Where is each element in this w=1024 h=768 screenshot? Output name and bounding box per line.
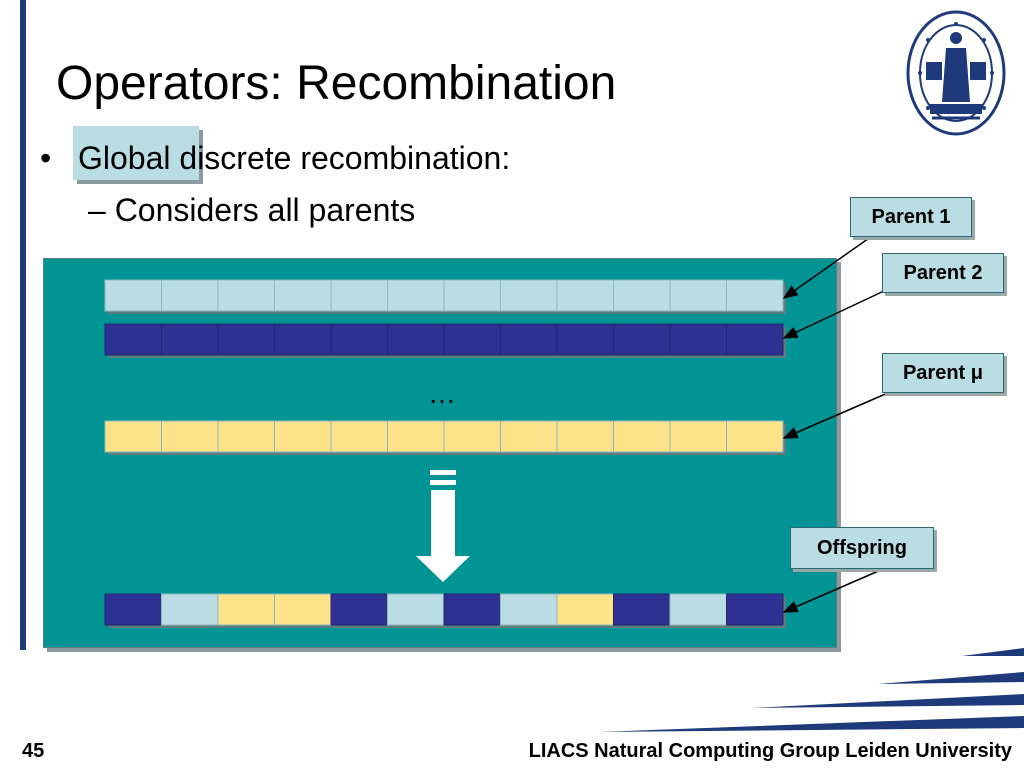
pointer-line-offspring <box>782 565 891 613</box>
gene-cell-offspring <box>669 593 727 626</box>
ellipsis: … <box>428 378 456 409</box>
gene-cell-parent2 <box>330 323 388 356</box>
gene-cell-parent_mu <box>274 420 332 453</box>
gene-cell-parent_mu <box>726 420 784 453</box>
gene-cell-parent2 <box>161 323 219 356</box>
gene-cell-parent2 <box>217 323 275 356</box>
gene-cell-parent2 <box>443 323 501 356</box>
gene-cell-parent_mu <box>443 420 501 453</box>
gene-cell-parent1 <box>726 279 784 312</box>
pointer-line-parent-mu <box>782 391 891 439</box>
gene-cell-parent1 <box>104 279 162 312</box>
label-parent2: Parent 2 <box>882 253 1004 293</box>
chromosome-parent-mu <box>104 420 786 455</box>
gene-cell-parent2 <box>104 323 162 356</box>
gene-cell-offspring <box>443 593 501 626</box>
gene-cell-parent1 <box>613 279 671 312</box>
gene-cell-parent1 <box>556 279 614 312</box>
gene-cell-offspring <box>387 593 445 626</box>
chromosome-parent1 <box>104 279 786 314</box>
chromosome-offspring <box>104 593 786 628</box>
gene-cell-parent_mu <box>217 420 275 453</box>
gene-cell-parent2 <box>387 323 445 356</box>
gene-cell-parent_mu <box>556 420 614 453</box>
gene-cell-parent_mu <box>104 420 162 453</box>
label-offspring: Offspring <box>790 527 934 569</box>
gene-cell-parent2 <box>613 323 671 356</box>
leiden-university-seal-icon <box>906 10 1006 136</box>
gene-cell-parent_mu <box>330 420 388 453</box>
gene-cell-offspring <box>556 593 614 626</box>
gene-cell-parent_mu <box>669 420 727 453</box>
bullet-dot: • <box>40 140 52 176</box>
gene-cell-parent2 <box>500 323 558 356</box>
gene-cell-parent1 <box>443 279 501 312</box>
down-arrow-icon <box>416 470 470 582</box>
left-accent-bar <box>20 0 26 650</box>
gene-cell-parent1 <box>330 279 388 312</box>
gene-cell-parent1 <box>500 279 558 312</box>
pointer-line-parent2 <box>782 289 887 339</box>
gene-cell-parent_mu <box>613 420 671 453</box>
decorative-stripes <box>600 648 1024 732</box>
gene-cell-offspring <box>161 593 219 626</box>
gene-cell-parent1 <box>217 279 275 312</box>
gene-cell-parent2 <box>556 323 614 356</box>
label-parent1: Parent 1 <box>850 197 972 237</box>
gene-cell-offspring <box>726 593 784 626</box>
gene-cell-parent1 <box>274 279 332 312</box>
gene-cell-offspring <box>217 593 275 626</box>
gene-cell-offspring <box>500 593 558 626</box>
gene-cell-offspring <box>613 593 671 626</box>
gene-cell-parent_mu <box>387 420 445 453</box>
gene-cell-parent2 <box>669 323 727 356</box>
page-number: 45 <box>22 740 45 762</box>
bullet-text: Global discrete recombination: <box>78 140 511 176</box>
gene-cell-parent2 <box>726 323 784 356</box>
gene-cell-offspring <box>104 593 162 626</box>
gene-cell-offspring <box>330 593 388 626</box>
gene-cell-parent1 <box>669 279 727 312</box>
gene-cell-parent1 <box>387 279 445 312</box>
gene-cell-parent1 <box>161 279 219 312</box>
chromosome-parent2 <box>104 323 786 358</box>
sub-bullet: – Considers all parents <box>88 192 416 228</box>
slide-title: Operators: Recombination <box>56 57 617 110</box>
gene-cell-parent_mu <box>500 420 558 453</box>
pointer-line-parent1 <box>782 235 873 299</box>
global-highlight-box <box>73 126 199 180</box>
gene-cell-parent2 <box>274 323 332 356</box>
gene-cell-offspring <box>274 593 332 626</box>
footer-text: LIACS Natural Computing Group Leiden Uni… <box>528 740 1012 762</box>
label-parent-mu: Parent μ <box>882 353 1004 393</box>
gene-cell-parent_mu <box>161 420 219 453</box>
